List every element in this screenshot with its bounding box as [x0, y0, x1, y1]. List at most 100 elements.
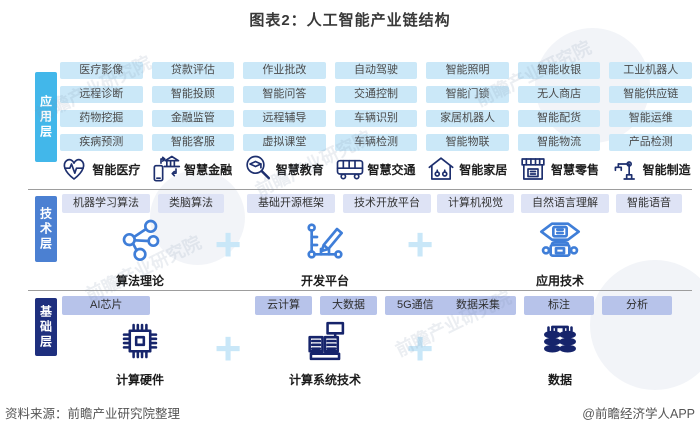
category-label: 智慧金融 — [184, 162, 233, 177]
app-pill: 产品检测 — [609, 134, 692, 151]
application-pill-grid: 医疗影像 贷款评估 作业批改 自动驾驶 智能照明 智能收银 工业机器人 远程诊断… — [60, 62, 692, 151]
app-pill: 无人商店 — [517, 86, 601, 103]
app-pill: 智能照明 — [426, 62, 509, 79]
fnd-tag: 标注 — [524, 296, 594, 315]
fnd-tag: 大数据 — [320, 296, 377, 315]
medical-heartbeat-icon — [63, 158, 85, 180]
fnd-tag: 数据采集 — [440, 296, 516, 315]
app-pill: 智能供应链 — [609, 86, 692, 103]
credit-note: @前瞻经济学人APP — [582, 407, 695, 421]
group-label: 计算系统技术 — [288, 373, 361, 387]
category-smart-retail: 智慧零售 — [513, 151, 605, 187]
footer: 资料来源：前瞻产业研究院整理 @前瞻经济学人APP — [5, 403, 695, 422]
app-pill: 智能收银 — [517, 62, 601, 79]
technology-layer-label: 技术层 — [35, 196, 57, 262]
category-label: 智能家居 — [459, 162, 508, 177]
robot-arm-icon — [614, 161, 635, 180]
group-dev-platform: 开发平台 — [265, 217, 385, 289]
category-smart-transport: 智慧交通 — [329, 151, 421, 187]
category-label: 智能医疗 — [92, 162, 141, 177]
app-pill: 虚拟课堂 — [243, 134, 326, 151]
app-pill: 智能门锁 — [426, 86, 509, 103]
category-label: 智慧交通 — [367, 162, 416, 177]
design-platform-icon — [307, 223, 343, 259]
fnd-tags-systems: 云计算 大数据 5G通信 — [255, 296, 446, 315]
application-category-row: 智能医疗 智慧金融 智慧教育 — [54, 151, 696, 187]
app-pill: 车辆检测 — [334, 134, 418, 151]
tech-tag: 智能语音 — [616, 194, 682, 213]
app-pill: 智能物联 — [426, 134, 509, 151]
tech-tag: 计算机视觉 — [437, 194, 514, 213]
tech-tags-platform: 基础开源框架 技术开放平台 — [247, 194, 431, 213]
group-computing-hardware: 计算硬件 — [80, 318, 200, 388]
tech-tag: 技术开放平台 — [343, 194, 431, 213]
app-pill: 工业机器人 — [609, 62, 692, 79]
page-title: 图表2：人工智能产业链结构 — [249, 12, 451, 29]
app-pill: 远程诊断 — [60, 86, 143, 103]
app-pill: 远程辅导 — [243, 110, 326, 127]
computer-system-icon — [308, 321, 345, 361]
group-computing-systems: 计算系统技术 — [265, 318, 385, 388]
fnd-tag: 5G通信 — [385, 296, 446, 315]
education-search-icon — [246, 155, 270, 180]
category-smart-home: 智能家居 — [421, 151, 513, 187]
tech-tag: 机器学习算法 — [62, 194, 150, 213]
group-label: 算法理论 — [115, 274, 164, 288]
group-algorithm-theory: 算法理论 — [80, 217, 200, 289]
category-smart-manufacturing: 智能制造 — [604, 151, 696, 187]
group-label: 计算硬件 — [115, 373, 164, 387]
plus-symbol: + — [214, 218, 242, 270]
fnd-tags-hardware: AI芯片 — [62, 296, 151, 315]
plus-symbol: + — [214, 322, 242, 374]
smart-home-icon — [428, 157, 454, 180]
storefront-icon — [521, 158, 545, 180]
watermark-circle — [590, 260, 700, 390]
tech-tag: 类脑算法 — [158, 194, 224, 213]
app-pill: 疾病预测 — [60, 134, 143, 151]
fnd-tag: 云计算 — [255, 296, 312, 315]
chip-icon — [122, 323, 158, 359]
fnd-tag: AI芯片 — [62, 296, 151, 315]
group-data: 数据 — [500, 318, 620, 388]
app-pill: 贷款评估 — [151, 62, 235, 79]
bank-finance-icon — [153, 155, 181, 182]
group-label: 应用技术 — [535, 274, 584, 288]
app-pill: 金融监管 — [151, 110, 235, 127]
app-pill: 智能问答 — [243, 86, 326, 103]
fnd-tags-data: 数据采集 标注 分析 — [440, 296, 672, 315]
group-applied-tech: 应用技术 — [500, 217, 620, 289]
app-pill: 药物挖掘 — [60, 110, 143, 127]
application-layer-label: 应用层 — [35, 72, 57, 162]
layer-divider — [28, 290, 692, 291]
app-pill: 自动驾驶 — [334, 62, 418, 79]
group-label: 开发平台 — [300, 274, 349, 288]
app-pill: 交通控制 — [334, 86, 418, 103]
layer-divider — [28, 189, 692, 190]
category-label: 智能制造 — [642, 162, 691, 177]
plus-symbol: + — [406, 322, 434, 374]
tech-tag: 基础开源框架 — [247, 194, 335, 213]
fnd-tag: 分析 — [602, 296, 672, 315]
category-smart-education: 智慧教育 — [237, 151, 329, 187]
app-pill: 家居机器人 — [426, 110, 509, 127]
category-smart-finance: 智慧金融 — [146, 151, 238, 187]
category-label: 智慧零售 — [550, 162, 599, 177]
network-nodes-icon — [122, 219, 160, 261]
app-pill: 智能投顾 — [151, 86, 235, 103]
foundation-layer-label: 基础层 — [35, 298, 57, 356]
app-pill: 智能客服 — [151, 134, 235, 151]
tech-tag: 自然语言理解 — [521, 194, 609, 213]
app-pill: 智能物流 — [517, 134, 601, 151]
tech-tags-application: 计算机视觉 自然语言理解 智能语音 — [437, 194, 682, 213]
plus-symbol: + — [406, 218, 434, 270]
bus-icon — [336, 159, 363, 180]
database-icon — [544, 325, 576, 353]
group-label: 数据 — [547, 373, 572, 387]
tech-tags-algorithm: 机器学习算法 类脑算法 — [62, 194, 224, 213]
category-smart-medical: 智能医疗 — [54, 151, 146, 187]
app-pill: 智能配货 — [517, 110, 601, 127]
app-pill: 车辆识别 — [334, 110, 418, 127]
watermark-circle — [150, 170, 245, 265]
category-label: 智慧教育 — [275, 162, 324, 177]
